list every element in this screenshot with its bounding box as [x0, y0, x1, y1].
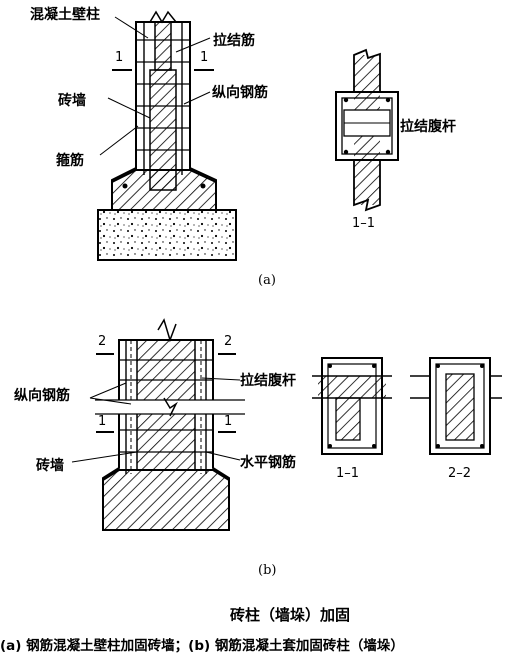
section-mark-2-left-b: 2 — [98, 334, 107, 349]
section-mark-1-right-a: 1 — [200, 50, 209, 65]
label-section-2-2-b: 2–2 — [448, 466, 472, 481]
label-horizontal-rebar: 水平钢筋 — [240, 455, 296, 471]
section-1-1-b — [312, 357, 392, 455]
label-stirrup: 箍筋 — [56, 153, 84, 169]
section-1-1-a — [335, 48, 399, 212]
label-brick-wall-b: 砖墙 — [36, 458, 64, 474]
label-section-1-1-b: 1–1 — [336, 466, 360, 481]
sub-caption-b: (b) — [258, 563, 277, 578]
section-2-2-b — [410, 357, 502, 455]
foundation-block-a — [97, 209, 237, 261]
label-longitudinal-rebar-b: 纵向钢筋 — [14, 388, 70, 404]
label-tie-bar: 拉结筋 — [213, 33, 255, 49]
section-mark-1-left-a: 1 — [115, 50, 124, 65]
caption-description: (a) 钢筋混凝土壁柱加固砖墙；(b) 钢筋混凝土套加固砖柱（墙垛） — [0, 638, 404, 654]
figure-a — [97, 10, 399, 261]
sub-caption-a: (a) — [258, 273, 276, 288]
section-mark-1-left-b: 1 — [98, 414, 107, 429]
figure-b — [71, 318, 502, 531]
label-section-1-1-a: 1–1 — [352, 216, 376, 231]
label-tie-web-bar-b: 拉结腹杆 — [240, 373, 296, 389]
label-tie-web-bar-a: 拉结腹杆 — [400, 119, 456, 135]
label-longitudinal-rebar-a: 纵向钢筋 — [212, 85, 268, 101]
section-mark-1-right-b: 1 — [224, 414, 233, 429]
section-mark-2-right-b: 2 — [224, 334, 233, 349]
caption-title: 砖柱（墙垛）加固 — [230, 606, 351, 624]
brick-wall-core-a — [149, 69, 177, 191]
label-brick-wall-a: 砖墙 — [58, 93, 86, 109]
label-concrete-pilaster: 混凝土壁柱 — [30, 7, 100, 23]
